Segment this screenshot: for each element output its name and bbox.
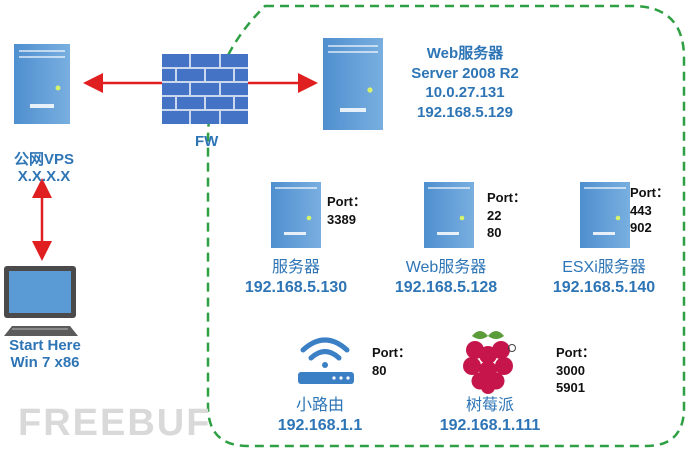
server-icon-rdp (271, 182, 321, 248)
start-pc-os: Win 7 x86 (10, 353, 80, 371)
web-server-ip-external: 10.0.27.131 (425, 84, 505, 101)
vps-label: 公网VPS X.X.X.X (2, 151, 86, 185)
server-icon-web2 (424, 182, 474, 248)
server-icon-esxi (580, 182, 630, 248)
raspberry-ip: 192.168.1.111 (439, 417, 541, 434)
port-value: 443 (630, 202, 652, 218)
host-ip: 192.168.5.128 (394, 279, 498, 296)
host-rdp-label: 服务器 192.168.5.130 (226, 258, 366, 298)
web-server-icon (323, 38, 383, 130)
host-ip: 192.168.5.140 (552, 279, 656, 296)
firewall-label: FW (195, 133, 219, 150)
port-value: 22 (487, 207, 502, 223)
vps-ip: X.X.X.X (17, 167, 71, 185)
port-value: 3389 (327, 211, 356, 227)
router-ports: Port： 80 (372, 344, 411, 379)
port-title: Port： (487, 190, 527, 205)
freebuf-watermark: FREEBUF (18, 402, 212, 444)
host-name: Web服务器 (405, 259, 487, 276)
port-value: 3000 (556, 362, 585, 378)
port-value: 80 (487, 225, 502, 241)
router-ip: 192.168.1.1 (277, 417, 363, 434)
port-value: 5901 (556, 380, 585, 396)
host-esxi-label: ESXi服务器 192.168.5.140 (534, 258, 674, 298)
monitor-icon (4, 266, 78, 336)
host-web2-ports: Port： 22 80 (487, 189, 526, 242)
port-title: Port： (630, 185, 670, 200)
raspberry-name: 树莓派 (465, 397, 514, 414)
start-pc-title: Start Here (9, 337, 81, 354)
start-pc-label: Start Here Win 7 x86 (0, 337, 90, 371)
host-name: 服务器 (271, 259, 320, 276)
web-server-name: Web服务器 (426, 45, 504, 62)
raspberry-label: 树莓派 192.168.1.111 (420, 396, 560, 436)
port-title: Port： (372, 345, 412, 360)
port-title: Port： (556, 345, 596, 360)
vps-name: 公网VPS (13, 151, 74, 168)
raspberry-pi-icon (463, 331, 516, 394)
port-value: 80 (372, 362, 387, 378)
web-server-os: Server 2008 R2 (411, 64, 519, 82)
raspberry-ports: Port： 3000 5901 (556, 344, 595, 397)
host-rdp-ports: Port： 3389 (327, 193, 366, 228)
host-name: ESXi服务器 (562, 259, 646, 276)
router-name: 小路由 (295, 397, 344, 414)
host-esxi-ports: Port： 443 902 (630, 184, 669, 237)
host-ip: 192.168.5.130 (244, 279, 348, 296)
router-label: 小路由 192.168.1.1 (260, 396, 380, 436)
port-title: Port： (327, 194, 367, 209)
wifi-router-icon (298, 337, 354, 384)
web-server-label: Web服务器 Server 2008 R2 10.0.27.131 192.16… (395, 44, 535, 122)
web-server-ip-internal: 192.168.5.129 (417, 103, 513, 121)
firewall-brick-icon (162, 54, 248, 124)
host-web2-label: Web服务器 192.168.5.128 (376, 258, 516, 298)
port-value: 902 (630, 220, 652, 236)
vps-server-icon (14, 44, 70, 124)
